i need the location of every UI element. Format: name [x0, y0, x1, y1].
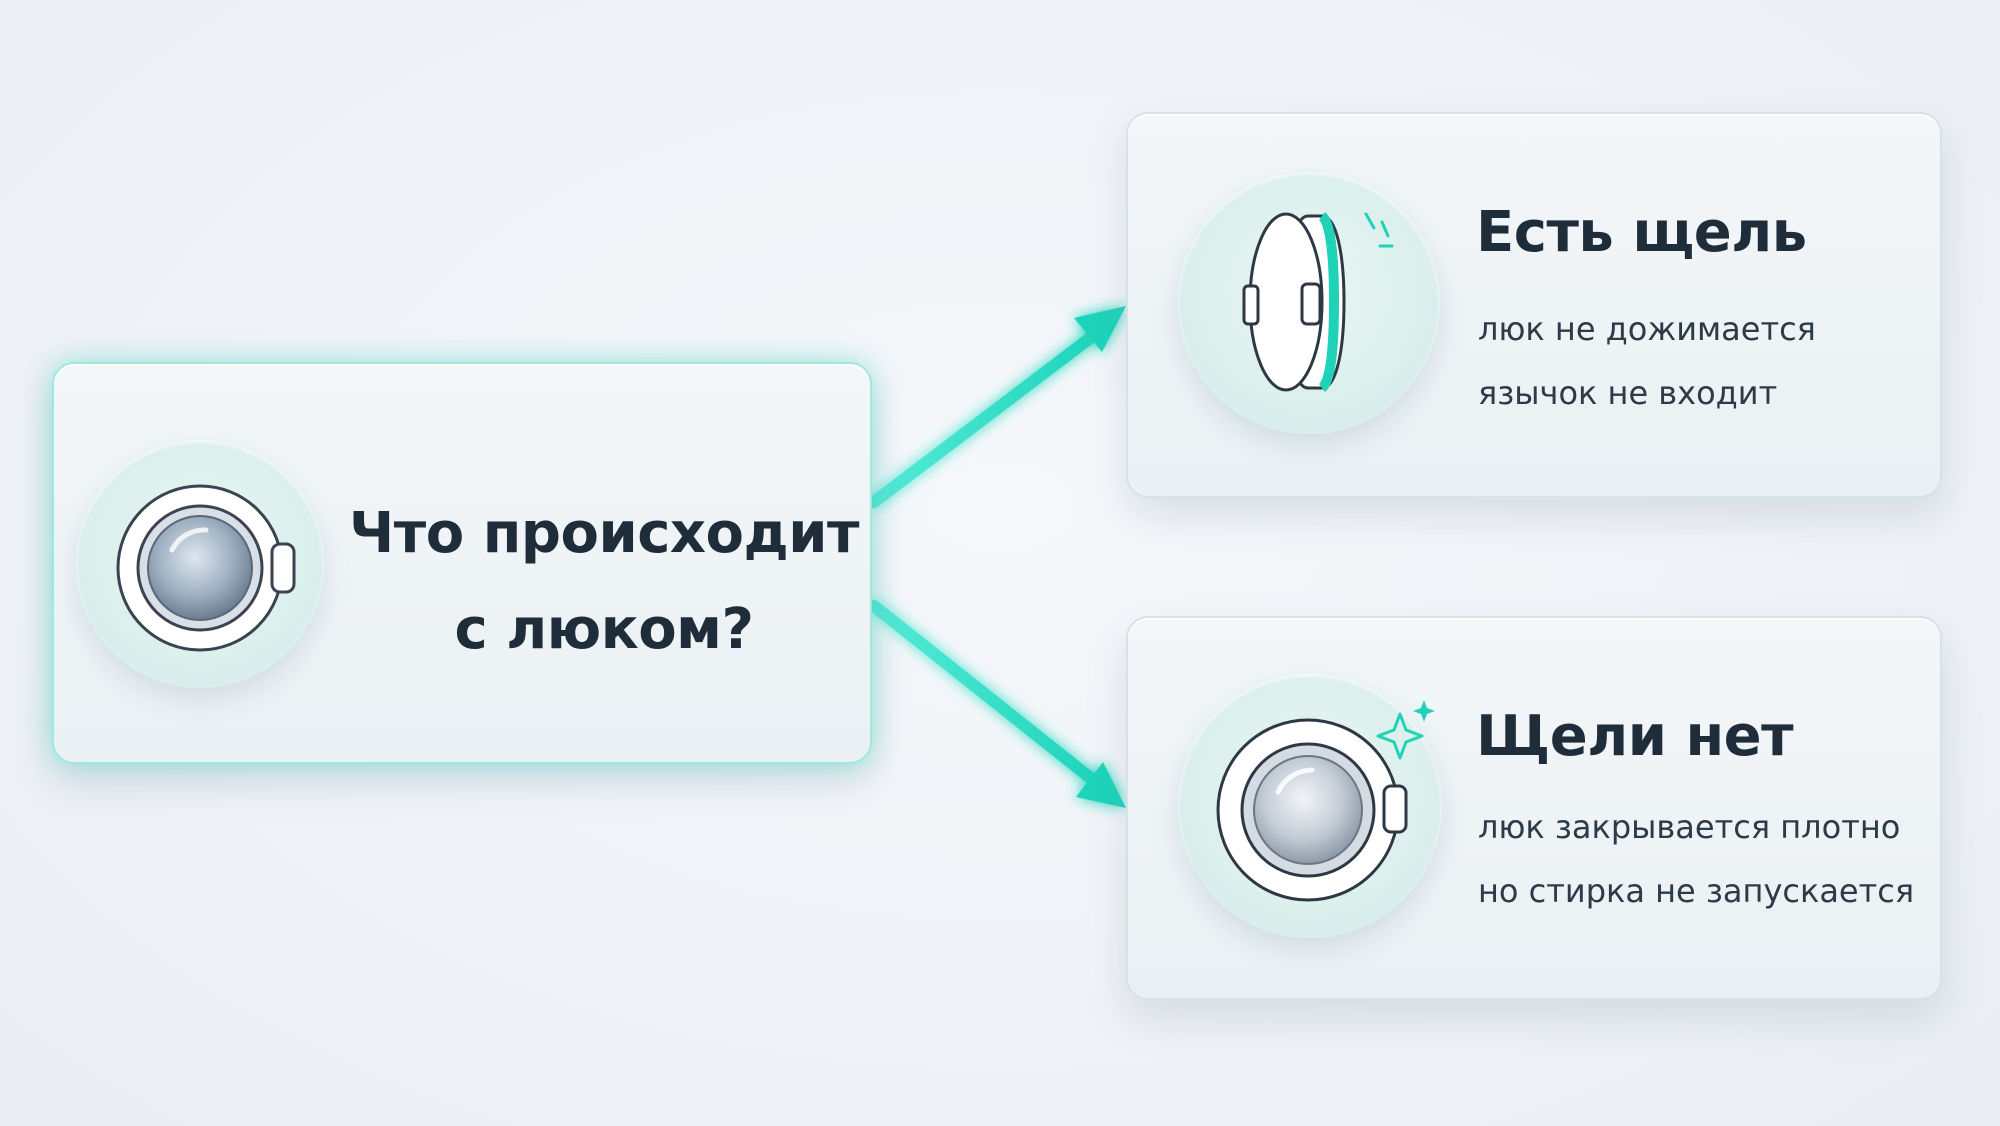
arrow-to-no-gap: [868, 600, 1126, 808]
outcome-gap-line-2: язычок не входит: [1478, 374, 1778, 412]
question-line-1: Что происходит: [349, 501, 859, 566]
question-title: Что происходит с люком?: [344, 486, 864, 678]
outcome-no-gap-card: Щели нет люк закрывается плотно но стирк…: [1126, 616, 1942, 1000]
outcome-no-gap-line-2: но стирка не запускается: [1478, 872, 1915, 910]
washing-machine-door-icon: [76, 440, 324, 688]
outcome-gap-card: Есть щель люк не дожимается язычок не вх…: [1126, 112, 1942, 498]
outcome-no-gap-title: Щели нет: [1476, 704, 1794, 769]
question-card: Что происходит с люком?: [52, 362, 872, 764]
outcome-no-gap-line-1: люк закрывается плотно: [1478, 808, 1901, 846]
closed-door-sparkle-icon: [1178, 674, 1442, 938]
arrow-to-gap: [868, 306, 1126, 508]
outcome-gap-line-1: люк не дожимается: [1478, 310, 1816, 348]
outcome-gap-title: Есть щель: [1476, 200, 1807, 265]
question-line-2: с люком?: [454, 597, 754, 662]
open-door-gap-icon: [1178, 172, 1440, 434]
